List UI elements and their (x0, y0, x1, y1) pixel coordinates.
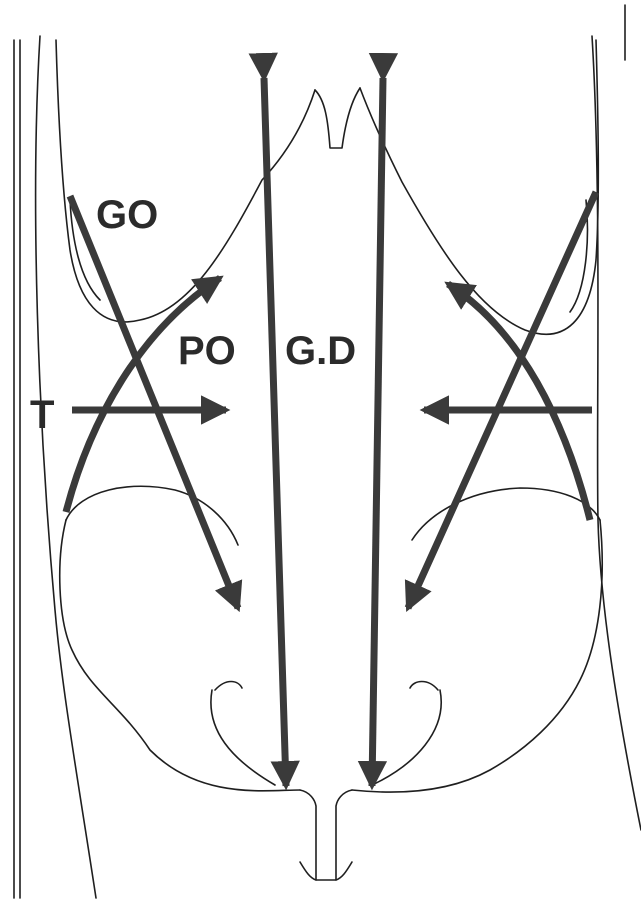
label-t: T (30, 393, 54, 437)
gd-left-arrow (264, 78, 286, 786)
rib-cage-outline (56, 40, 598, 334)
label-go: GO (96, 193, 158, 237)
torso-outline (36, 36, 641, 898)
pelvis-outline (60, 486, 602, 880)
go-right-arrow (408, 192, 596, 608)
po-right-arrow (448, 284, 590, 520)
muscle-arrows (66, 78, 596, 786)
label-gd: G.D (285, 329, 356, 373)
muscle-labels: GO PO G.D T (30, 193, 356, 437)
go-left-arrow (70, 196, 238, 608)
gd-right-arrow (372, 78, 383, 786)
page-edge-lines (14, 5, 625, 898)
po-left-arrow (66, 278, 220, 512)
label-po: PO (178, 329, 236, 373)
